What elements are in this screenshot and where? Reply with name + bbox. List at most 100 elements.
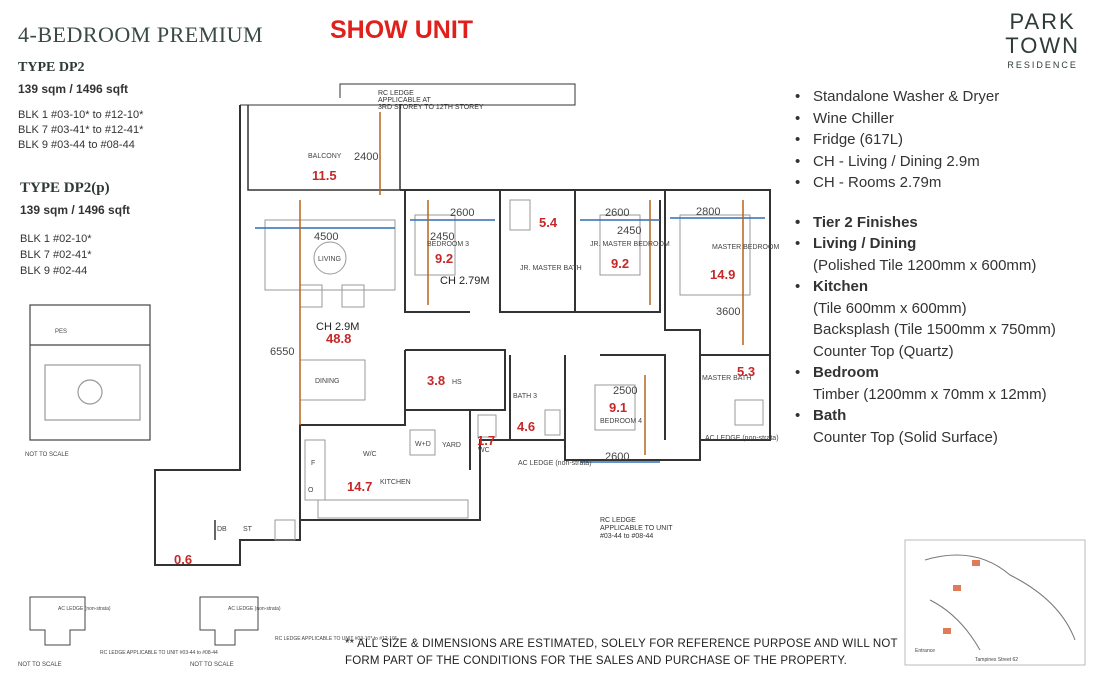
site-plan-blocks-2 (929, 599, 981, 651)
dim-bed4-h: 2500 (613, 385, 637, 397)
armchair-icon (341, 284, 365, 308)
pes-sofa-icon (44, 364, 141, 421)
ledge-top-line3: 3RD STOREY TO 12TH STOREY (378, 104, 484, 111)
room-jr-bath: JR. MASTER BATH (520, 265, 582, 272)
balcony-wall (247, 105, 401, 191)
dim-balcony-h: 2400 (354, 151, 378, 163)
area-jr-bath: 5.4 (539, 215, 558, 230)
type-blocks: BLK 1 #02-10* BLK 7 #02-41* BLK 9 #02-44 (20, 231, 130, 279)
dim-dining-h: 6550 (270, 346, 294, 358)
keyplan-left-label2: RC LEDGE APPLICABLE TO UNIT #03-44 to #0… (100, 650, 218, 656)
area-bath3: 4.6 (517, 419, 535, 434)
disclaimer-line2: FORM PART OF THE CONDITIONS FOR THE SALE… (345, 655, 847, 667)
dim-bed3-w: 2600 (450, 207, 474, 219)
area-balcony: 11.5 (312, 168, 337, 183)
outer-wall-right (400, 189, 771, 520)
coffee-table-icon (313, 241, 347, 275)
ledge-line (240, 98, 576, 106)
feature-item: Standalone Washer & Dryer (795, 86, 1095, 108)
ledge-top-line1: RC LEDGE (378, 90, 414, 97)
bed-icon (599, 214, 641, 276)
keyplan-mid-label1: AC LEDGE (non-strata) (228, 606, 281, 612)
outer-wall-left (154, 105, 481, 566)
block-line: BLK 9 #03-44 to #08-44 (18, 139, 135, 151)
room-wc: WC (478, 447, 490, 454)
room-kitchen: KITCHEN (380, 479, 411, 486)
room-dining: DINING (315, 378, 340, 385)
type-blocks: BLK 1 #03-10* to #12-10* BLK 7 #03-41* t… (18, 108, 143, 153)
bed-icon (594, 384, 636, 431)
jr-bed-wall (575, 200, 661, 313)
ledge-top-line2: APPLICABLE AT (378, 97, 432, 104)
show-unit-label: SHOW UNIT (330, 16, 474, 44)
kitchen-wall (299, 350, 406, 520)
type-name: TYPE DP2 (18, 60, 85, 75)
room-st: ST (243, 526, 253, 533)
ceiling-rooms: CH 2.79M (440, 275, 490, 287)
jr-bath-wall (499, 190, 576, 313)
keyplan-left-label1: AC LEDGE (non-strata) (58, 606, 111, 612)
area-bedroom3: 9.2 (435, 251, 453, 266)
pes-thumbnail-frame (29, 304, 151, 441)
dim-bed4-w: 2600 (605, 451, 629, 463)
site-unit-marker (953, 585, 961, 591)
finish-line: Backsplash (Tile 1500mm x 750mm) (813, 321, 1056, 338)
block-line: BLK 1 #03-10* to #12-10* (18, 109, 144, 121)
ceiling-living: CH 2.9M (316, 321, 359, 333)
bed-icon (414, 214, 456, 276)
type-dp2: TYPE DP2 139 sqm / 1496 sqft BLK 1 #03-1… (18, 60, 143, 153)
type-name: TYPE DP2(p) (20, 180, 110, 196)
finishes-list: Tier 2 Finishes Living / Dining(Polished… (795, 212, 1095, 449)
site-unit-marker (972, 560, 980, 566)
room-bedroom4: BEDROOM 4 (600, 418, 642, 425)
bed-icon (679, 214, 751, 296)
not-to-scale-1: NOT TO SCALE (25, 452, 69, 458)
finish-heading: Kitchen (813, 278, 869, 295)
room-balcony: BALCONY (308, 153, 342, 160)
shower-icon (544, 409, 561, 436)
washer-icon (409, 429, 436, 456)
room-living: LIVING (318, 256, 341, 263)
area-db: 0.6 (174, 552, 192, 567)
disclaimer-note: ** ALL SIZE & DIMENSIONS ARE ESTIMATED, … (345, 636, 898, 670)
room-hs: HS (452, 379, 462, 386)
block-line: BLK 7 #02-41* (20, 249, 92, 261)
room-wd: W+D (415, 441, 431, 448)
site-street-label: Tampines Street 62 (975, 657, 1018, 663)
ledge-bottom-line1: RC LEDGE (600, 517, 636, 524)
dim-master-h: 3600 (716, 306, 740, 318)
finish-heading: Living / Dining (813, 235, 917, 252)
keyplan-left (29, 596, 86, 646)
pes-label: PES (55, 329, 67, 335)
logo-line3: RESIDENCE (1007, 60, 1078, 70)
site-unit-marker (943, 628, 951, 634)
finish-line: Timber (1200mm x 70mm x 12mm) (813, 385, 1047, 403)
block-line: BLK 1 #02-10* (20, 233, 92, 245)
finish-line: Counter Top (Quartz) (813, 342, 954, 360)
finish-heading: Bath (813, 407, 847, 424)
hs-wall (405, 349, 506, 411)
ledge-bottom-line2: APPLICABLE TO UNIT (600, 525, 673, 532)
room-bath3: BATH 3 (513, 393, 537, 400)
room-wc-small: W/C (363, 451, 377, 458)
room-master-bedroom: MASTER BEDROOM (712, 244, 779, 251)
area-bedroom4: 9.1 (609, 400, 627, 415)
room-o: O (308, 487, 314, 494)
room-ac-ledge: AC LEDGE (non-strata) (518, 460, 592, 467)
area-kitchen: 14.7 (347, 479, 372, 494)
feature-item: Wine Chiller (795, 108, 1095, 130)
block-line: BLK 9 #02-44 (20, 265, 88, 277)
room-jr-bedroom: JR. MASTER BEDROOM (590, 241, 670, 248)
area-hs: 3.8 (427, 373, 445, 388)
bed4-wall (600, 354, 666, 440)
area-jr-bedroom: 9.2 (611, 256, 629, 271)
not-to-scale-2: NOT TO SCALE (18, 662, 62, 668)
area-master-bedroom: 14.9 (710, 267, 735, 282)
feature-item: CH - Rooms 2.79m (795, 172, 1095, 194)
room-f: F (311, 460, 315, 467)
bed3-wall (404, 190, 470, 313)
logo-line1: PARK (1009, 9, 1076, 34)
